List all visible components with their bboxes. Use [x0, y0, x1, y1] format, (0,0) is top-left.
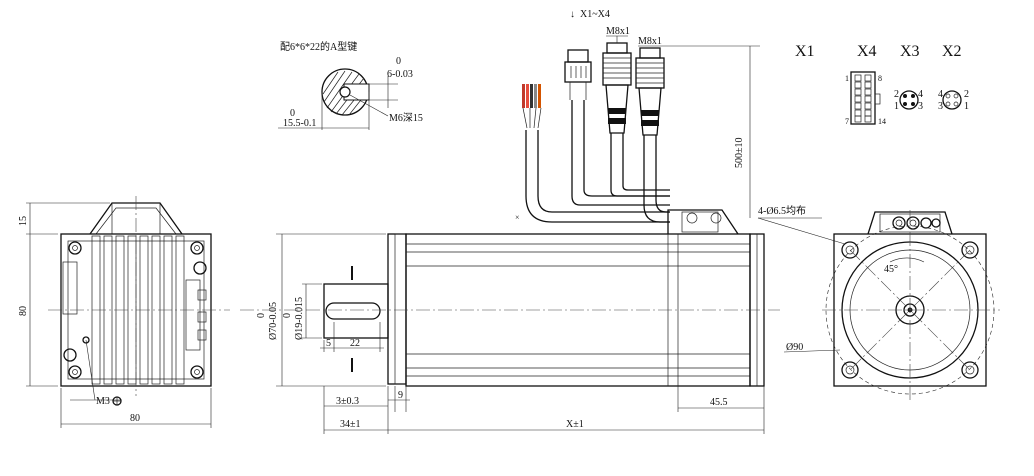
shaft-tol: 0 — [282, 313, 293, 318]
ground-thread: M3 — [96, 396, 110, 407]
key-section-detail: 配6*6*22的A型键 0 6-0.03 0 15.5-0.1 M6深15 — [278, 40, 423, 130]
hole-pattern: 4-Ø6.5均布 — [758, 205, 806, 217]
x3-pin-2: 2 — [894, 89, 899, 100]
connector-label-x2: X2 — [942, 43, 962, 60]
x4-pin-14: 14 — [878, 117, 886, 126]
flange-width: 9 — [398, 390, 403, 401]
angle-label: 45° — [884, 264, 898, 275]
front-view: 45° 4-Ø6.5均布 Ø90 — [757, 205, 1000, 400]
body-length: X±1 — [566, 419, 584, 430]
x3-pin-1: 1 — [894, 101, 899, 112]
x2-pinout: 4 2 3 1 — [938, 89, 969, 112]
x4-pin-7: 7 — [845, 117, 849, 126]
m8-label-b: M8x1 — [638, 36, 662, 47]
x2-pin-3: 3 — [938, 101, 943, 112]
flange-tol: 0 — [256, 313, 267, 318]
key-note: 配6*6*22的A型键 — [280, 40, 357, 53]
shaft-diameter: Ø19-0.015 — [294, 297, 305, 340]
connector-label-x4: X4 — [857, 43, 877, 60]
rear-view: M3 15 80 80 — [18, 196, 230, 428]
cable-length: 500±10 — [734, 138, 745, 169]
pcd-label: Ø90 — [786, 342, 803, 353]
x3-pinout: 2 4 1 3 — [894, 89, 923, 112]
rear-dim-top: 15 — [18, 216, 29, 226]
key-offset: 5 — [326, 338, 331, 349]
x2-pin-1: 1 — [964, 101, 969, 112]
flange-thickness: 3±0.3 — [336, 396, 359, 407]
key-width: 6-0.03 — [387, 69, 413, 80]
key-depth-tol: 0 — [290, 108, 295, 119]
x3-pin-3: 3 — [918, 101, 923, 112]
x4-pinout: 1 8 7 14 — [845, 71, 886, 126]
rear-dim-width: 80 — [130, 413, 140, 424]
key-width-tol: 0 — [396, 56, 401, 67]
x4-pin-1: 1 — [845, 74, 849, 83]
x2-pin-2: 2 — [964, 89, 969, 100]
connector-label-x1: X1 — [795, 43, 815, 60]
shaft-length: 34±1 — [340, 419, 361, 430]
thread-note: M6深15 — [389, 112, 423, 124]
cable-label: X1~X4 — [580, 9, 610, 20]
x4-pin-8: 8 — [878, 74, 882, 83]
cable-assembly: M8x1 M8x1 — [522, 26, 670, 223]
side-view: 0 Ø70-0.05 0 Ø19-0.015 5 22 3±0.3 9 34±1… — [240, 209, 780, 434]
flange-diameter: Ø70-0.05 — [268, 302, 279, 340]
x2-pin-4: 4 — [938, 89, 943, 100]
rear-dim-height: 80 — [18, 306, 29, 316]
key-length: 22 — [350, 338, 360, 349]
cursor-marker: × — [515, 213, 520, 222]
m8-label-a: M8x1 — [606, 26, 630, 37]
key-depth: 15.5-0.1 — [283, 118, 316, 129]
cable-arrow-marker: ↓ — [570, 9, 575, 20]
x3-pin-4: 4 — [918, 89, 923, 100]
connector-label-x3: X3 — [900, 43, 920, 60]
rear-length: 45.5 — [710, 397, 728, 408]
